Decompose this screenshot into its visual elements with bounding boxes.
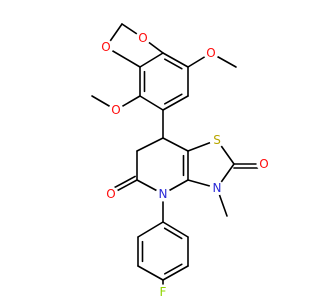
atom-o-lactam: O	[103, 186, 119, 202]
bond-line	[139, 95, 164, 111]
atom-symbol: N	[159, 187, 168, 201]
bond-line	[137, 221, 164, 238]
atom-labels: O O O O S O N N O F	[98, 30, 272, 300]
atom-n-thiazole: N	[209, 180, 225, 196]
atom-o-dioxole-left: O	[98, 39, 114, 55]
atom-o-methoxy-right: O	[203, 45, 219, 61]
bond-line	[162, 95, 189, 111]
bond-lines	[91, 23, 265, 286]
bond-line	[136, 137, 164, 152]
bond-line	[137, 265, 164, 281]
bond-line	[163, 227, 183, 240]
atom-symbol: O	[206, 46, 215, 60]
atom-symbol: S	[213, 133, 221, 147]
bond-line	[139, 52, 164, 68]
atom-symbol: O	[106, 187, 115, 201]
atom-symbol: N	[213, 181, 222, 195]
bond-line	[162, 221, 189, 238]
bond-line	[162, 265, 189, 281]
atom-symbol: F	[160, 285, 167, 299]
bond-line	[162, 52, 189, 68]
bond-line	[164, 263, 183, 275]
atom-o-methoxy-left: O	[108, 102, 124, 118]
atom-o-thiazolone: O	[256, 156, 272, 172]
atom-o-dioxole-top: O	[135, 30, 151, 46]
atom-n-lactam: N	[155, 186, 171, 202]
bond-line	[164, 93, 183, 105]
bond-line	[162, 137, 189, 152]
atom-symbol: O	[111, 103, 120, 117]
atom-f-fluoro: F	[155, 284, 171, 300]
atom-s-thiazole: S	[209, 132, 225, 148]
atom-symbol: O	[101, 40, 110, 54]
atom-symbol: O	[138, 31, 147, 45]
atom-symbol: O	[259, 157, 268, 171]
bond-line	[164, 58, 183, 70]
molecule-structure: O O O O S O N N O F	[91, 23, 272, 300]
